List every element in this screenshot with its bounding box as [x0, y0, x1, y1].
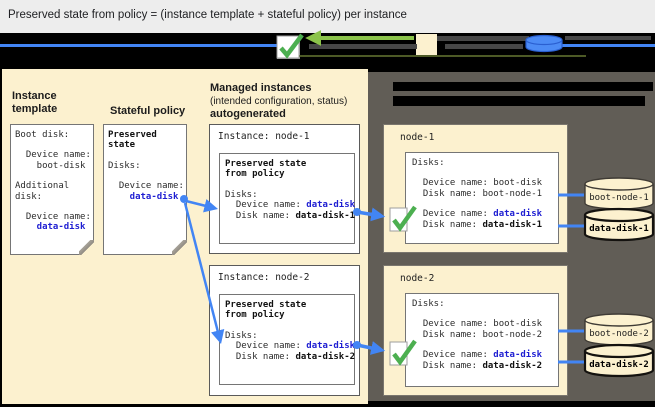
title-bar: Preserved state from policy = (instance … [0, 0, 655, 33]
disk-label: boot-node-1 [589, 193, 649, 203]
data-disk-value: data-disk [306, 341, 356, 352]
disk-cylinder-data-disk-2: data-disk-2 [583, 343, 655, 378]
legend-flow-line-left [0, 44, 278, 47]
data-device-line: Device name: data-disk [412, 350, 543, 361]
disk-label: data-disk-1 [589, 223, 649, 234]
disk-cylinder-data-disk-1: data-disk-1 [583, 207, 655, 242]
legend-template-chip [416, 34, 437, 55]
disks-label: Disks: [225, 189, 258, 200]
disk-name-value: data-disk-2 [482, 360, 543, 371]
disk-name-value: data-disk-2 [295, 351, 356, 362]
illegible-legend-text-bar [309, 44, 417, 49]
data-disk-value: data-disk [306, 200, 356, 211]
disk-name-value: data-disk-1 [482, 219, 543, 230]
stateful-policy-doc: Preserved state Disks: Device name: data… [103, 124, 187, 255]
disk-name-value: data-disk-1 [295, 210, 356, 221]
doc-line: state [108, 140, 136, 151]
preserved-state-box: Preserved state from policy Disks: Devic… [219, 294, 355, 385]
inner-heading: from policy [225, 169, 285, 180]
managed-instance-title: Instance: node-1 [218, 131, 310, 142]
doc-line: Device name: [15, 211, 91, 222]
doc-line-data-disk: data-disk [108, 191, 179, 202]
boot-disk-line: Disk name: boot-node-2 [412, 329, 543, 340]
illegible-panel-title-bar [393, 82, 653, 91]
illegible-legend-text-bar [565, 36, 651, 40]
doc-line: boot-disk [15, 160, 86, 171]
managed-instance-node-2: Instance: node-2 Preserved state from po… [209, 265, 360, 396]
doc-line: Preserved [108, 130, 157, 140]
heading-line: autogenerated [210, 108, 286, 120]
vm-node-2: node-2 Disks: Device name: boot-disk Dis… [383, 265, 568, 396]
managed-instance-node-1: Instance: node-1 Preserved state from po… [209, 124, 360, 254]
vm-disks-box: Disks: Device name: boot-disk Disk name:… [405, 152, 559, 244]
vm-disks-box: Disks: Device name: boot-disk Disk name:… [405, 293, 559, 387]
device-name-line: Device name: data-disk [225, 341, 356, 352]
illegible-panel-title-bar [393, 96, 645, 106]
disk-name-line: Disk name: data-disk-1 [225, 210, 356, 221]
inner-heading: from policy [225, 310, 285, 321]
data-disk-value: data-disk [493, 350, 543, 361]
page-title: Preserved state from policy = (instance … [8, 9, 407, 21]
doc-line: Additional [15, 181, 70, 192]
legend-flow-line-right [562, 44, 655, 47]
device-name-line: Device name: data-disk [225, 200, 356, 211]
boot-device-line: Device name: boot-disk [412, 319, 543, 330]
disks-label: Disks: [412, 299, 445, 309]
instance-template-heading: Instance template [12, 90, 58, 115]
doc-line: Disks: [108, 160, 141, 171]
illegible-legend-text-bar [445, 44, 523, 49]
disks-label: Disks: [225, 330, 258, 341]
data-device-line: Device name: data-disk [412, 209, 543, 220]
vm-node-1: node-1 Disks: Device name: boot-disk Dis… [383, 124, 568, 253]
doc-line: Device name: [108, 181, 184, 192]
preserved-state-box: Preserved state from policy Disks: Devic… [219, 153, 355, 244]
disks-label: Disks: [412, 158, 445, 168]
boot-disk-line: Disk name: boot-node-1 [412, 188, 543, 199]
doc-line: disk: [15, 191, 43, 202]
data-disk-line: Disk name: data-disk-1 [412, 219, 543, 230]
heading-line: (intended configuration, status) [210, 96, 348, 107]
disk-label: data-disk-2 [589, 359, 649, 370]
instance-template-doc: Boot disk: Device name: boot-disk Additi… [10, 124, 94, 255]
heading-line: Managed instances [210, 82, 312, 94]
data-disk-value: data-disk [493, 209, 543, 220]
managed-instances-heading: Managed instances (intended configuratio… [210, 82, 347, 121]
inner-heading: Preserved state [225, 159, 307, 169]
disk-name-line: Disk name: data-disk-2 [225, 351, 356, 362]
disk-cylinder-boot-node-2: boot-node-2 [584, 313, 654, 346]
stateful-policy-heading: Stateful policy [110, 105, 186, 117]
legend-disk-icon [525, 34, 563, 53]
folded-corner-icon [172, 240, 187, 255]
boot-device-line: Device name: boot-disk [412, 178, 543, 189]
doc-line: Device name: [15, 150, 91, 161]
folded-corner-icon [79, 240, 94, 255]
legend-band [0, 33, 655, 69]
disk-label: boot-node-2 [589, 329, 649, 339]
vm-node-name: node-2 [400, 273, 435, 284]
legend-divider-line [286, 55, 586, 57]
vm-node-name: node-1 [400, 132, 435, 143]
managed-instance-title: Instance: node-2 [218, 272, 310, 283]
doc-line-data-disk: data-disk [15, 222, 86, 233]
inner-heading: Preserved state [225, 300, 307, 310]
data-disk-line: Disk name: data-disk-2 [412, 360, 543, 371]
illegible-legend-text-bar [437, 36, 529, 41]
doc-line: Boot disk: [15, 130, 70, 140]
